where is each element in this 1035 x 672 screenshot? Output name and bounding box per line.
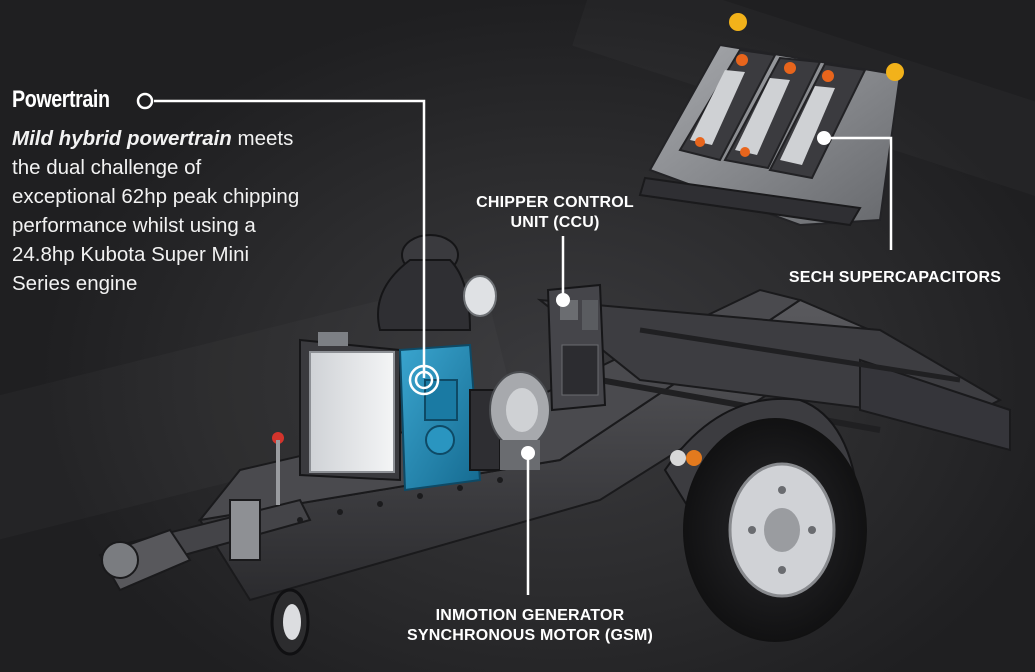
supercapacitor-pack bbox=[638, 13, 904, 227]
gsm-marker-dot bbox=[521, 446, 535, 460]
road-wheel bbox=[663, 397, 867, 642]
desc-emphasis: Mild hybrid powertrain bbox=[12, 127, 232, 150]
sech-callout-line bbox=[824, 136, 893, 250]
tow-hitch bbox=[98, 432, 310, 656]
desc-line-3: performance whilst using a bbox=[12, 214, 256, 237]
gsm-label-line1: INMOTION GENERATOR bbox=[435, 607, 625, 624]
desc-line-2: exceptional 62hp peak chipping bbox=[12, 185, 300, 208]
powertrain-title: Powertrain bbox=[12, 86, 110, 113]
radiator bbox=[299, 332, 401, 482]
callout-markers bbox=[136, 92, 831, 460]
ccu-label-line2: UNIT (CCU) bbox=[510, 214, 600, 231]
ccu-label: CHIPPER CONTROL UNIT (CCU) bbox=[450, 193, 660, 233]
desc-line-5: Series engine bbox=[12, 272, 138, 295]
desc-line-0: meets bbox=[231, 127, 294, 150]
gsm-label: INMOTION GENERATOR SYNCHRONOUS MOTOR (GSM… bbox=[370, 606, 690, 646]
kubota-engine bbox=[377, 234, 501, 492]
sech-marker-dot bbox=[817, 131, 831, 145]
callout-lines bbox=[154, 99, 893, 595]
engine-target-ring-inner bbox=[414, 370, 434, 390]
desc-line-4: 24.8hp Kubota Super Mini bbox=[12, 243, 250, 266]
sech-label: SECH SUPERCAPACITORS bbox=[788, 269, 1002, 286]
powertrain-callout-marker bbox=[136, 92, 154, 110]
ccu-label-line1: CHIPPER CONTROL bbox=[476, 194, 634, 211]
desc-line-1: the dual challenge of bbox=[12, 156, 202, 179]
ccu-panel bbox=[546, 283, 607, 412]
powertrain-description: Mild hybrid powertrain meets the dual cha… bbox=[12, 124, 372, 298]
gsm-label-line2: SYNCHRONOUS MOTOR (GSM) bbox=[406, 627, 654, 644]
gsm-generator bbox=[489, 371, 551, 470]
ccu-marker-dot bbox=[556, 293, 570, 307]
powertrain-callout-line bbox=[154, 99, 426, 378]
engine-target-ring bbox=[408, 364, 440, 396]
